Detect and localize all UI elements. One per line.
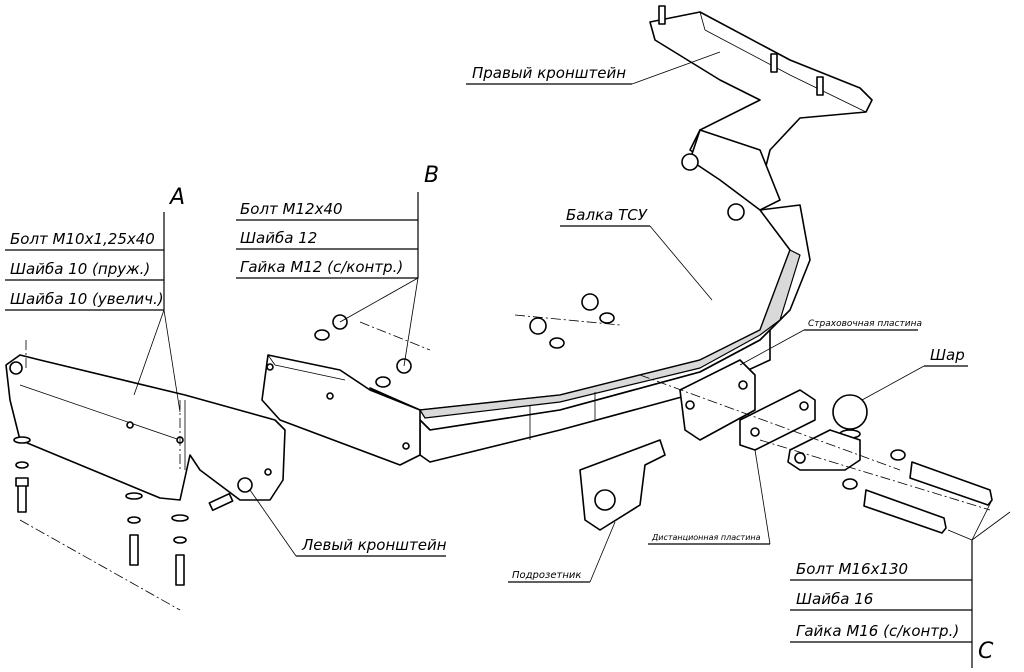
section-c-item-2: Шайба 16 <box>796 590 873 608</box>
left-bracket-drawing <box>261 354 421 466</box>
safety-plate-label: Страховочная пластина <box>808 319 922 329</box>
beam-label: Балка ТСУ <box>566 206 648 224</box>
section-b-item-3: Гайка М12 (с/контр.) <box>240 258 403 276</box>
section-a: A Болт М10х1,25х40 Шайба 10 (пруж.) Шайб… <box>5 185 185 413</box>
socket-holder-drawing <box>579 439 666 531</box>
section-b-item-2: Шайба 12 <box>240 229 317 247</box>
ball-mount-drawing <box>787 394 993 534</box>
part-labels: Правый кронштейн Балка ТСУ Левый кронште… <box>249 51 968 583</box>
bolts-a-drawing <box>13 436 234 586</box>
nuts-b-drawing <box>314 293 615 388</box>
section-c: Болт М16х130 Шайба 16 Гайка М16 (с/контр… <box>790 499 1011 668</box>
section-a-item-2: Шайба 10 (пруж.) <box>10 260 150 278</box>
section-b-item-1: Болт М12х40 <box>240 200 343 218</box>
section-a-item-1: Болт М10х1,25х40 <box>10 230 155 248</box>
right-bracket-label: Правый кронштейн <box>472 64 626 82</box>
section-c-letter: C <box>978 639 994 664</box>
section-b-letter: B <box>424 163 439 188</box>
socket-holder-label: Подрозетник <box>512 570 581 581</box>
section-a-item-3: Шайба 10 (увелич.) <box>10 290 164 308</box>
center-lines <box>19 314 991 611</box>
section-a-letter: A <box>168 185 185 210</box>
section-c-item-3: Гайка М16 (с/контр.) <box>796 622 959 640</box>
section-b: B Болт М12х40 Шайба 12 Гайка М12 (с/конт… <box>236 163 439 367</box>
left-outer-bracket-drawing <box>5 354 286 501</box>
left-bracket-label: Левый кронштейн <box>301 536 447 554</box>
right-bracket-drawing <box>649 5 873 221</box>
ball-label: Шар <box>930 346 965 364</box>
plates-drawing <box>679 359 816 451</box>
spacer-plate-label: Дистанционная пластина <box>651 533 761 542</box>
section-c-item-1: Болт М16х130 <box>796 560 908 578</box>
